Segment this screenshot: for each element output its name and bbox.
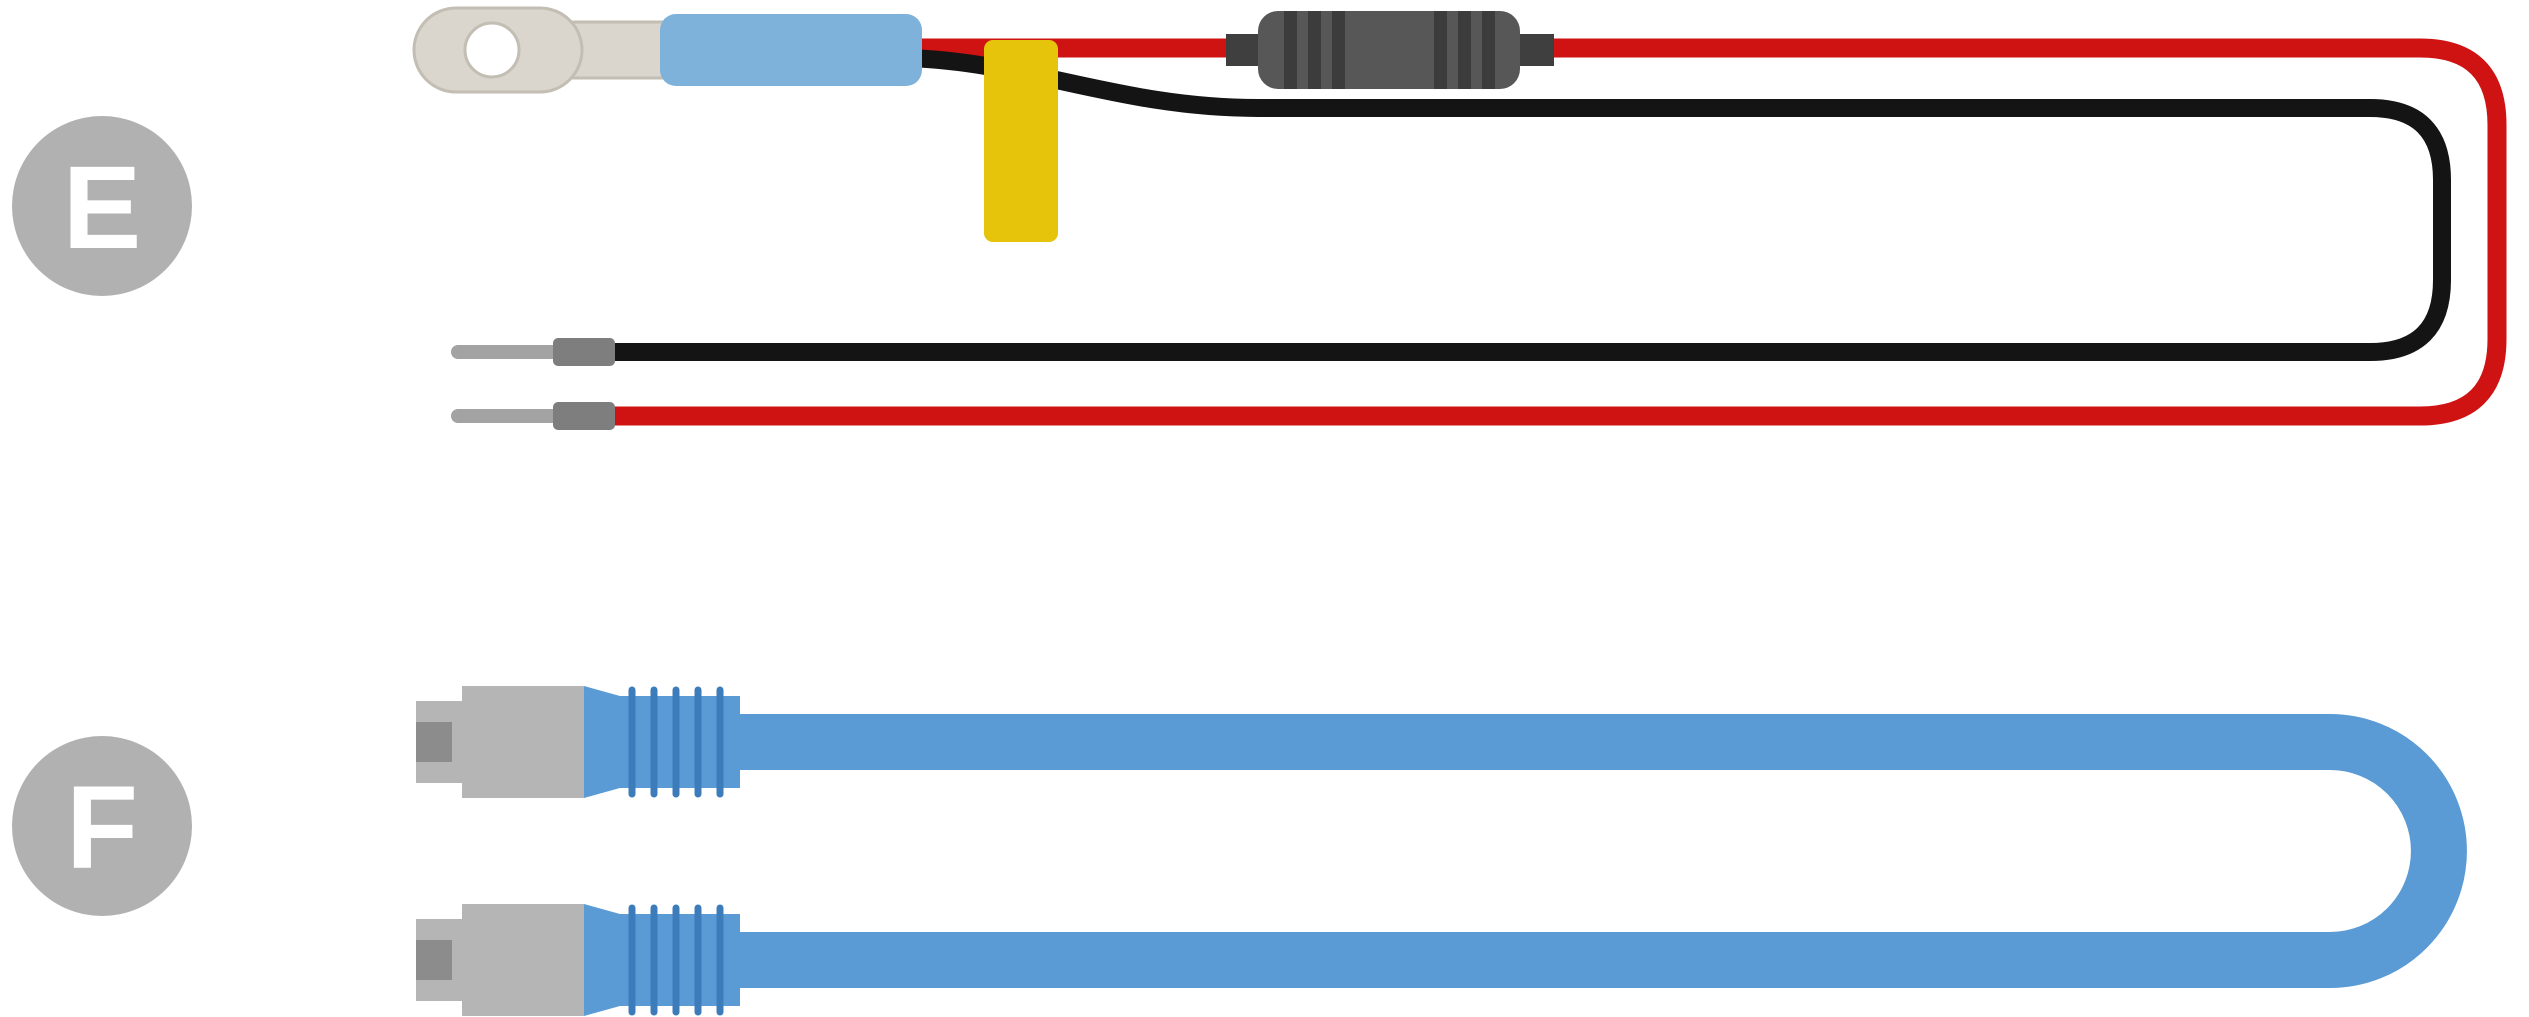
fuse-rib bbox=[1458, 11, 1471, 89]
rj45-contact-block bbox=[416, 722, 452, 762]
rj45-plug-body bbox=[416, 686, 584, 798]
fuse-barrel bbox=[1258, 11, 1520, 89]
item-f-badge-letter: F bbox=[66, 762, 138, 894]
black-wire bbox=[612, 49, 2451, 361]
item-f: F bbox=[12, 686, 2467, 1016]
ferrule-pin bbox=[451, 409, 563, 423]
fuse-ribs bbox=[1284, 11, 1495, 89]
boot-ridges bbox=[628, 686, 724, 798]
item-e: E bbox=[12, 6, 2507, 430]
item-e-badge-circle bbox=[12, 116, 192, 296]
ring-terminal bbox=[412, 6, 692, 94]
fuse-rib bbox=[1308, 11, 1321, 89]
fuse-rib bbox=[1434, 11, 1447, 89]
rj45-plug-body bbox=[416, 904, 584, 1016]
rj45-connector-top bbox=[416, 686, 740, 798]
item-e-badge-letter: E bbox=[63, 142, 142, 274]
boot-taper bbox=[584, 904, 620, 1016]
network-cable bbox=[416, 686, 2467, 1016]
black-wire-ferrule bbox=[451, 338, 615, 366]
ring-terminal-hole bbox=[463, 21, 521, 79]
boot-taper bbox=[584, 686, 620, 798]
power-cable bbox=[412, 6, 2507, 430]
rj45-connector-bottom bbox=[416, 904, 740, 1016]
ferrule-sleeve bbox=[553, 402, 615, 430]
ferrule-pin bbox=[451, 345, 563, 359]
ferrule-sleeve bbox=[553, 338, 615, 366]
item-f-badge-circle bbox=[12, 736, 192, 916]
fuse-rib bbox=[1332, 11, 1345, 89]
fuse-rib bbox=[1284, 11, 1297, 89]
ethernet-cable bbox=[738, 714, 2467, 988]
fuse-rib bbox=[1482, 11, 1495, 89]
inline-fuse-holder bbox=[1226, 11, 1554, 89]
crimp-connector bbox=[660, 14, 922, 86]
red-wire bbox=[612, 38, 2507, 426]
red-wire-ferrule bbox=[451, 402, 615, 430]
label-tag bbox=[984, 40, 1058, 242]
boot-ridges bbox=[628, 904, 724, 1016]
rj45-contact-block bbox=[416, 940, 452, 980]
